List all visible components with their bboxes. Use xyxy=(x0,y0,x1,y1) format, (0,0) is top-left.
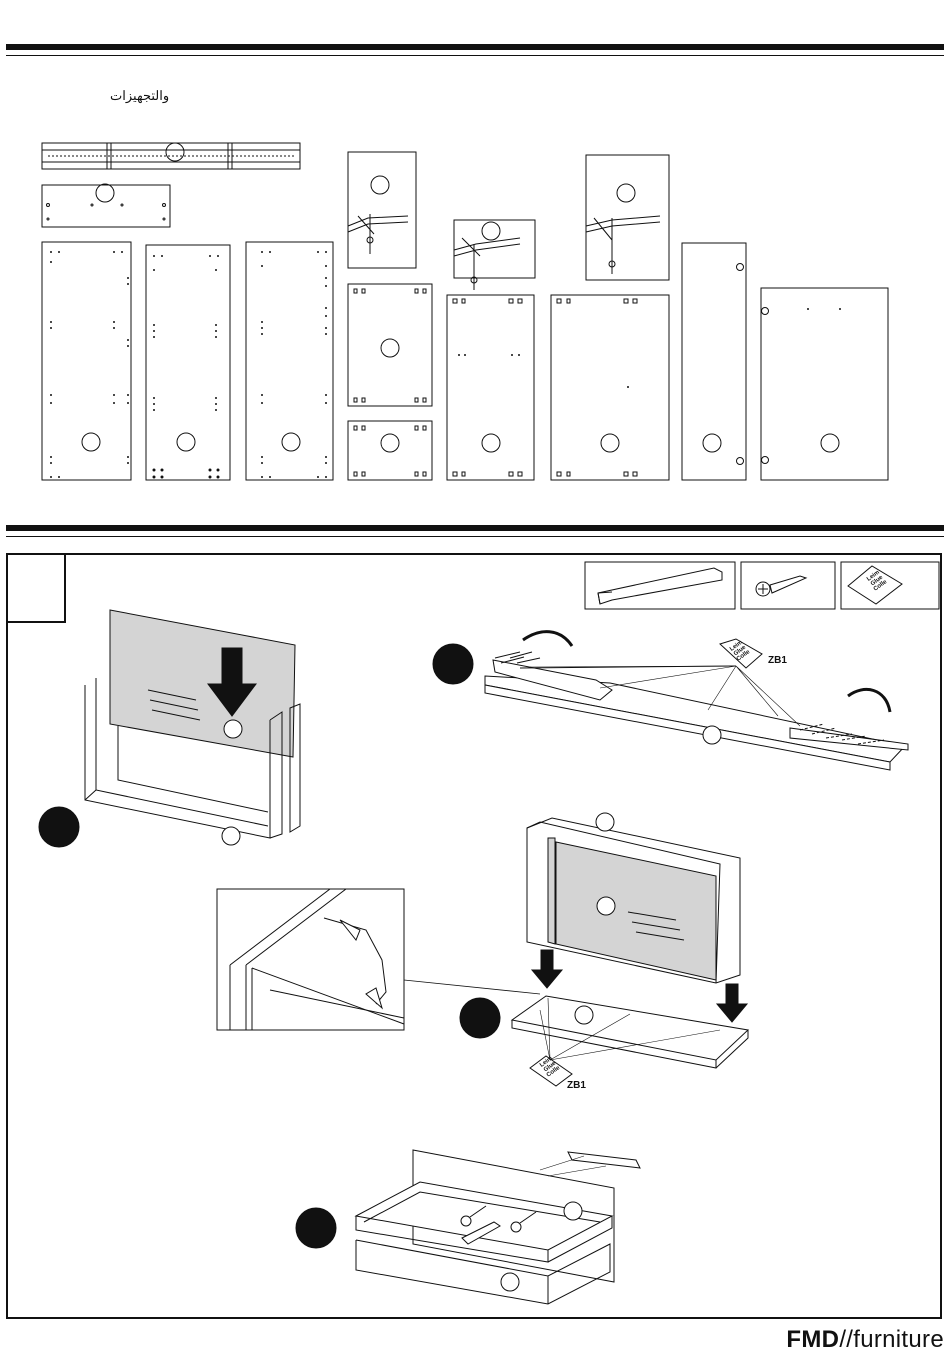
substep-marker-2 xyxy=(433,644,473,684)
substep-marker-1 xyxy=(39,807,79,847)
brand-logo: FMD//furniture xyxy=(786,1326,944,1354)
zb1-label-bottom: ZB1 xyxy=(567,1080,586,1091)
screw-hardware-box xyxy=(741,562,835,609)
substep-glue-rail xyxy=(485,632,908,770)
substep-marker-4 xyxy=(296,1208,336,1248)
substep-panel-insert xyxy=(85,610,300,845)
substep-marker-3 xyxy=(460,998,500,1038)
handle-hardware-box xyxy=(585,562,735,609)
brand-rest: //furniture xyxy=(839,1326,944,1353)
substep-drawer xyxy=(356,1150,640,1304)
zb1-label-top: ZB1 xyxy=(768,655,787,666)
brand-bold: FMD xyxy=(786,1326,839,1353)
substep-carcass xyxy=(512,813,748,1086)
glue-hardware-box xyxy=(841,562,939,609)
